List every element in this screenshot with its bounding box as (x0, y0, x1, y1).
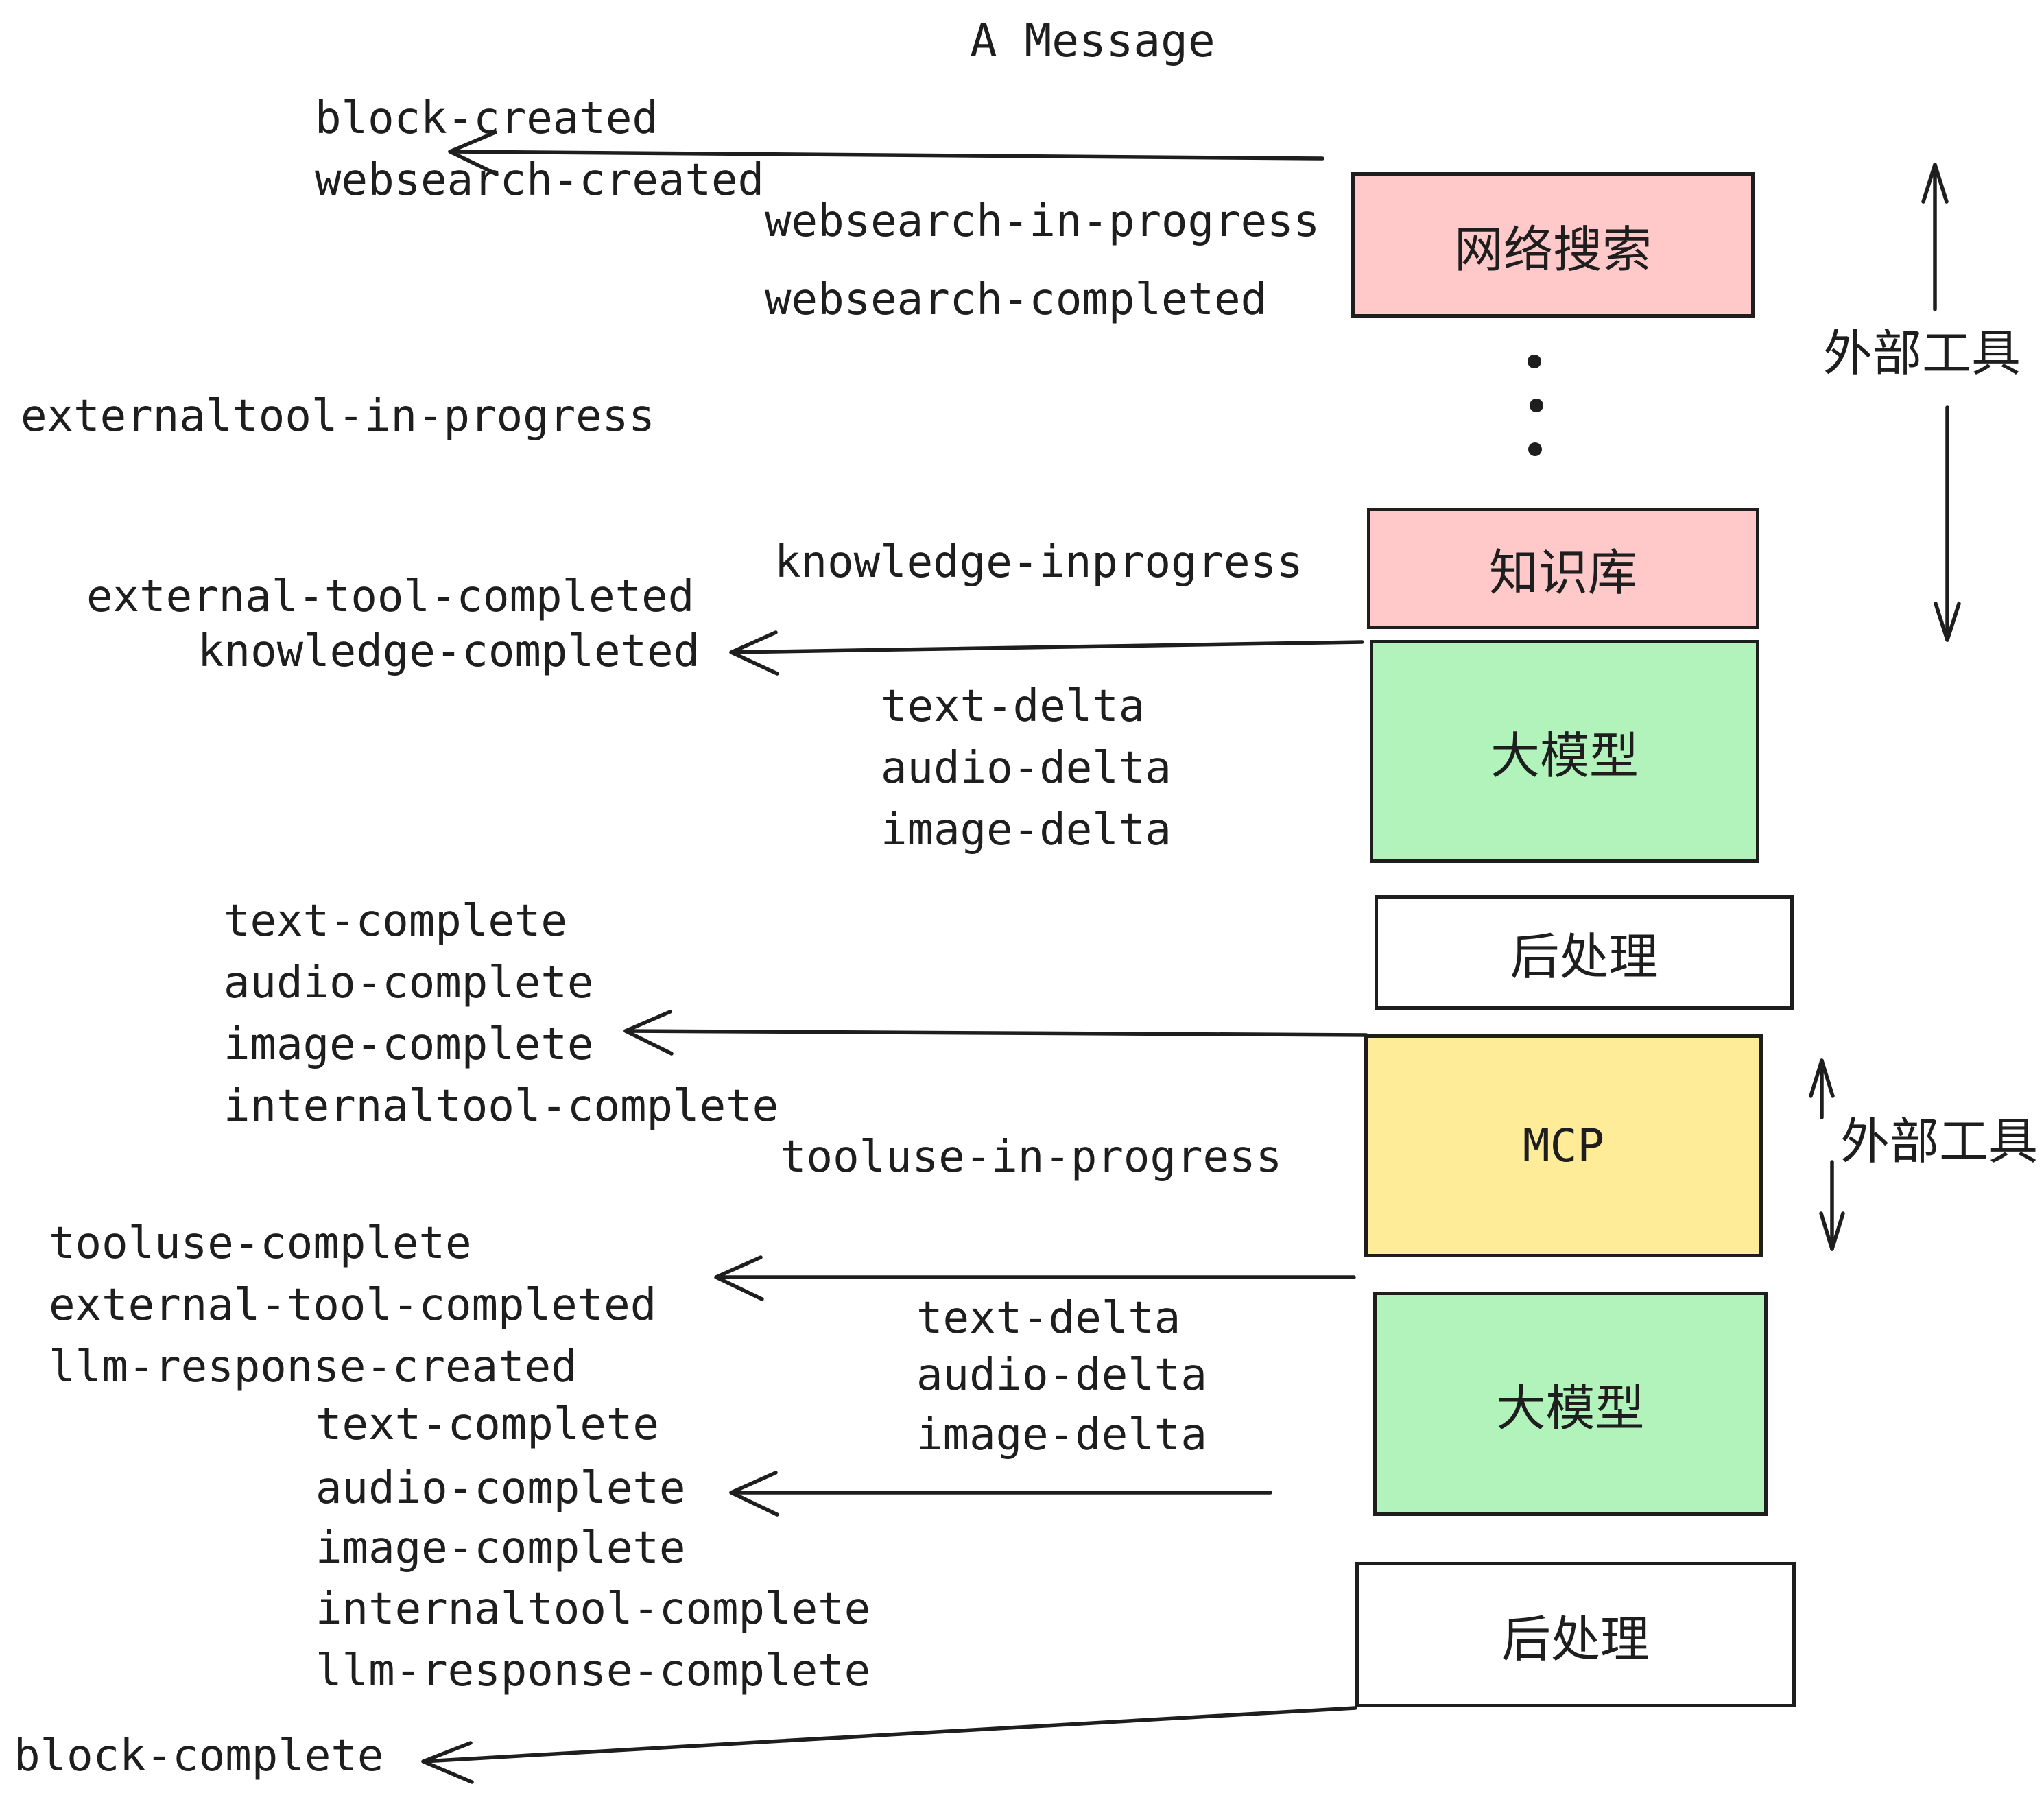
box-knowledge-label: 知识库 (1488, 544, 1637, 602)
event-external-tool-completed-2: external-tool-completed (49, 1280, 657, 1331)
event-llm-response-created: llm-response-created (49, 1342, 578, 1392)
event-tooluse-complete: tooluse-complete (49, 1218, 472, 1269)
box-llm-2: 大模型 (1373, 1292, 1768, 1516)
event-audio-delta: audio-delta (881, 743, 1172, 794)
event-image-delta-2: image-delta (916, 1410, 1207, 1460)
arrowhead-knowledge-completed (729, 630, 779, 676)
arrowhead-audio-complete (729, 1471, 779, 1517)
arrow-to-knowledge-completed (729, 640, 1364, 654)
event-external-tool-completed: external-tool-completed (86, 571, 695, 622)
box-websearch: 网络搜索 (1351, 172, 1755, 318)
arrow-to-block-complete (421, 1706, 1357, 1764)
event-externaltool-in-progress: externaltool-in-progress (21, 391, 655, 442)
box-llm-1: 大模型 (1370, 640, 1759, 863)
box-postprocess-1-label: 后处理 (1510, 928, 1659, 986)
external-tools-label-bottom: 外部工具 (1840, 1113, 2039, 1170)
box-llm-1-label: 大模型 (1490, 727, 1639, 785)
external-tools-label-top: 外部工具 (1823, 324, 2021, 382)
event-image-complete: image-complete (224, 1019, 594, 1070)
box-llm-2-label: 大模型 (1496, 1379, 1645, 1437)
event-knowledge-completed: knowledge-completed (198, 626, 700, 677)
arrowhead-image-complete (623, 1010, 674, 1056)
event-text-delta-2: text-delta (916, 1293, 1181, 1344)
event-llm-response-complete: llm-response-complete (316, 1646, 871, 1696)
event-text-complete-2: text-complete (316, 1399, 659, 1450)
event-websearch-in-progress: websearch-in-progress (765, 196, 1320, 247)
arrowhead-external-tools-down-1 (1934, 602, 1961, 642)
diagram-title: A Message (970, 14, 1215, 67)
arrowhead-block-complete (421, 1741, 474, 1784)
box-postprocess-1: 后处理 (1375, 895, 1794, 1010)
arrowhead-external-tools-up-2 (1809, 1058, 1835, 1098)
event-image-delta: image-delta (881, 805, 1172, 855)
event-audio-delta-2: audio-delta (916, 1350, 1207, 1401)
event-audio-complete-2: audio-complete (316, 1463, 686, 1514)
arrowhead-external-tools-up-1 (1921, 163, 1949, 204)
arrowhead-tooluse-complete (714, 1255, 764, 1301)
arrow-to-image-complete (623, 1029, 1368, 1037)
event-text-delta: text-delta (881, 681, 1145, 732)
event-block-complete: block-complete (14, 1731, 384, 1781)
event-audio-complete: audio-complete (224, 958, 594, 1008)
event-internaltool-complete: internaltool-complete (224, 1081, 779, 1132)
event-image-complete-2: image-complete (316, 1523, 686, 1574)
event-websearch-created: websearch-created (315, 155, 765, 206)
event-tooluse-in-progress: tooluse-in-progress (780, 1132, 1283, 1183)
box-mcp-label: MCP (1522, 1119, 1605, 1172)
event-knowledge-inprogress: knowledge-inprogress (774, 537, 1303, 588)
arrowhead-external-tools-down-2 (1819, 1211, 1845, 1251)
event-websearch-completed: websearch-completed (765, 274, 1268, 325)
event-text-complete: text-complete (224, 896, 567, 947)
event-block-created: block-created (315, 93, 658, 144)
event-internaltool-complete-2: internaltool-complete (316, 1584, 871, 1635)
box-mcp: MCP (1364, 1034, 1763, 1257)
box-knowledge: 知识库 (1367, 508, 1759, 629)
vertical-ellipsis-icon (1528, 355, 1543, 456)
box-postprocess-2: 后处理 (1355, 1562, 1796, 1707)
box-postprocess-2-label: 后处理 (1501, 1610, 1650, 1668)
box-websearch-label: 网络搜索 (1453, 220, 1652, 278)
